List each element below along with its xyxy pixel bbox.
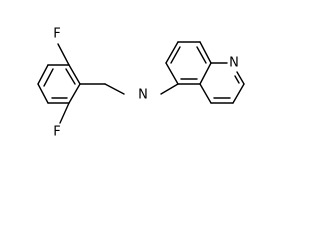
- bond: [165, 62, 179, 85]
- bond-group: [37, 41, 245, 124]
- bond: [234, 75, 240, 84]
- bond: [199, 83, 212, 104]
- bond: [196, 46, 207, 64]
- bond: [68, 83, 81, 104]
- quinoline-nitrogen-label: N: [229, 56, 239, 71]
- bond: [43, 68, 54, 87]
- bond: [160, 83, 179, 95]
- bond: [165, 41, 179, 64]
- fluorine-label-top: F: [53, 27, 60, 42]
- bond: [59, 102, 70, 124]
- molecule-structure: F F N N: [37, 27, 245, 140]
- bond: [68, 64, 81, 85]
- bond: [232, 83, 245, 104]
- bond: [170, 46, 181, 64]
- fluorine-label-bottom: F: [53, 125, 60, 140]
- bond: [37, 64, 49, 85]
- bond: [104, 83, 125, 95]
- bond: [199, 62, 212, 85]
- amine-nitrogen-label: N: [138, 88, 148, 103]
- bond: [65, 68, 76, 85]
- bond: [199, 41, 212, 64]
- bond: [57, 43, 70, 66]
- bond: [37, 83, 49, 104]
- bond: [236, 71, 245, 85]
